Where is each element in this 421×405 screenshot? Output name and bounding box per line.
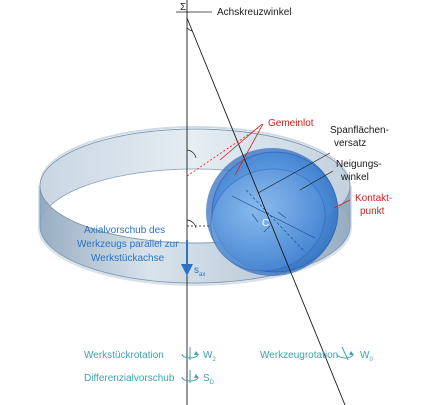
workpiece-rotation-icon (181, 347, 199, 360)
kontaktpunkt-label-2: punkt (360, 206, 385, 217)
werkzeugrotation-label: Werkzeugrotation (260, 350, 338, 361)
w2-symbol: W2 (203, 350, 216, 363)
down-arrow-icon (181, 264, 193, 276)
s-ax-label: sax (194, 265, 205, 278)
axes (176, 0, 346, 405)
achskreuzwinkel-label: Achskreuzwinkel (217, 7, 291, 18)
axialvorschub-label-1: Axialvorschub des (84, 225, 165, 236)
werkstueckrotation-label: Werkstückrotation (84, 350, 164, 361)
differential-feed-icon (181, 370, 199, 383)
sd-symbol: SD (203, 373, 215, 386)
neigungswinkel-label-2: winkel (340, 172, 369, 183)
svg-text:C: C (262, 218, 269, 229)
text-labels: Σ Achskreuzwinkel Gemeinlot Spanflächen-… (77, 2, 392, 386)
sigma-label: Σ (180, 2, 186, 13)
rotation-icons (181, 346, 354, 383)
tool-rotation-icon (336, 346, 354, 361)
neigungswinkel-label-1: Neigungs- (336, 159, 382, 170)
spanflaechenversatz-label-2: versatz (334, 138, 366, 149)
w0-symbol: W0 (360, 350, 373, 363)
axialvorschub-label-2: Werkzeugs parallel zur (77, 239, 179, 250)
differenzialvorschub-label: Differenzialvorschub (84, 373, 175, 384)
kontaktpunkt-label-1: Kontakt- (355, 193, 392, 204)
gemeinlot-label: Gemeinlot (268, 118, 314, 129)
spanflaechenversatz-label-1: Spanflächen- (330, 125, 389, 136)
leader-lines (219, 123, 351, 209)
axialvorschub-label-3: Werkstückachse (91, 253, 165, 264)
skiving-tool: C (206, 148, 339, 276)
